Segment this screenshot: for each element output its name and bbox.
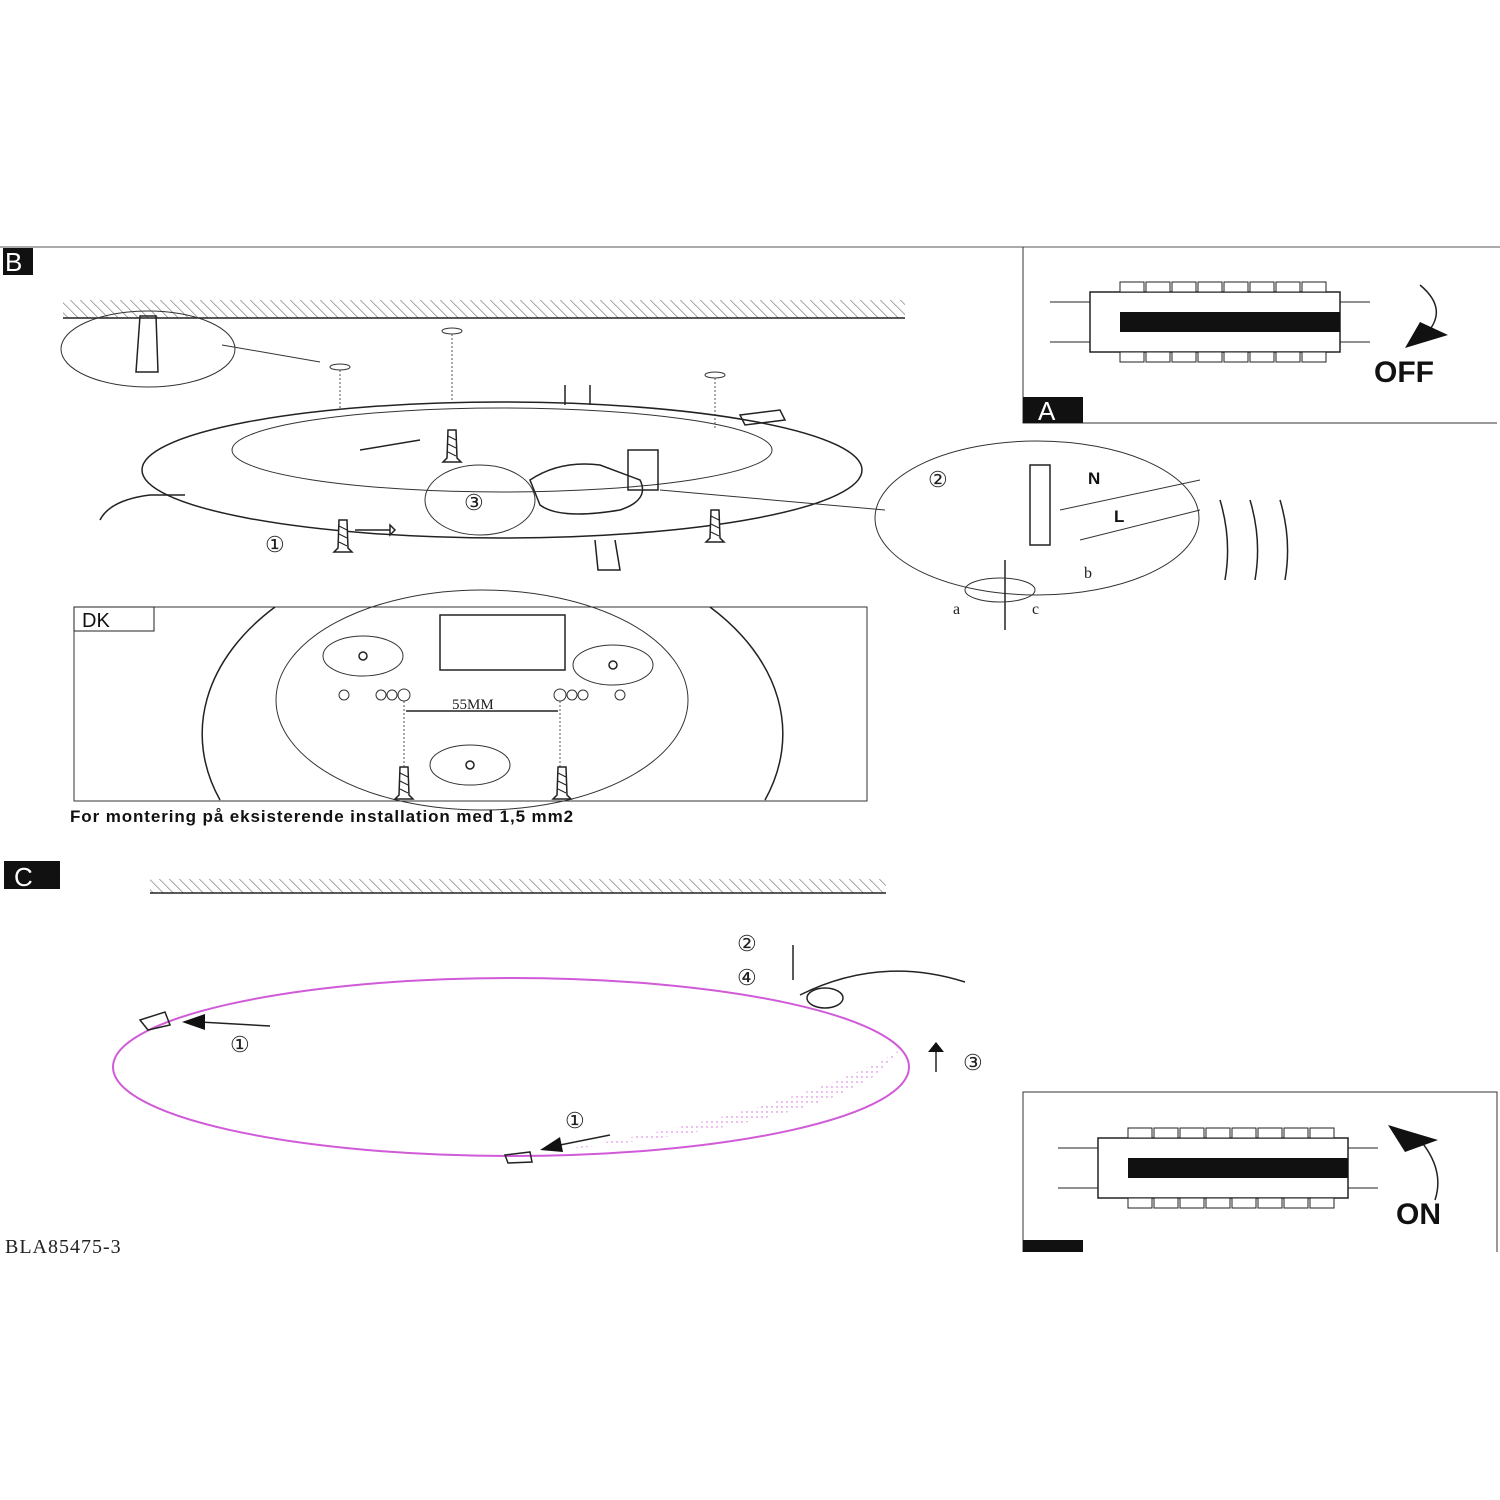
badge-label: A — [1038, 396, 1056, 426]
step-1-label: ① — [565, 1108, 585, 1133]
section-a-panel: A OFF — [1022, 247, 1497, 426]
badge-label: C — [14, 862, 33, 892]
badge-label: DK — [82, 610, 110, 632]
wire-n-label: N — [1088, 469, 1100, 488]
circuit-breaker-icon — [1049, 281, 1371, 363]
ceiling-hatch — [150, 879, 886, 893]
step-2-label: ② — [928, 467, 948, 492]
dk-caption: For montering på eksisterende installati… — [70, 807, 574, 826]
wall-plug-detail — [60, 310, 351, 388]
document-code: BLA85475-3 — [5, 1236, 122, 1258]
on-label: ON — [1396, 1198, 1441, 1231]
step-2-label: ② — [737, 931, 757, 956]
dk-panel: DK 55MM — [73, 589, 868, 811]
step-3-label: ③ — [464, 490, 484, 515]
off-label: OFF — [1374, 356, 1434, 389]
wiring-detail — [659, 440, 1289, 630]
section-c-badge: C — [4, 861, 60, 892]
step-4-label: ④ — [737, 965, 757, 990]
rotation-a-label: a — [953, 601, 960, 618]
ceiling-hatch — [63, 300, 905, 318]
step-3-label: ③ — [963, 1050, 983, 1075]
glass-cover — [112, 970, 966, 1164]
step-1-label: ① — [265, 532, 285, 557]
dimension-label: 55MM — [452, 697, 494, 713]
wire-l-label: L — [1114, 507, 1124, 526]
screw-icon — [442, 429, 462, 463]
section-d-panel: D ON — [1022, 1091, 1498, 1252]
rotation-c-label: c — [1032, 601, 1039, 618]
badge-label: B — [5, 247, 22, 277]
circuit-breaker-icon — [1057, 1127, 1379, 1209]
lamp-base-plate — [99, 385, 863, 571]
rotation-b-label: b — [1084, 565, 1092, 582]
section-b-badge: B — [3, 247, 33, 277]
screw-icon — [333, 519, 353, 553]
step-1-label: ① — [230, 1032, 250, 1057]
